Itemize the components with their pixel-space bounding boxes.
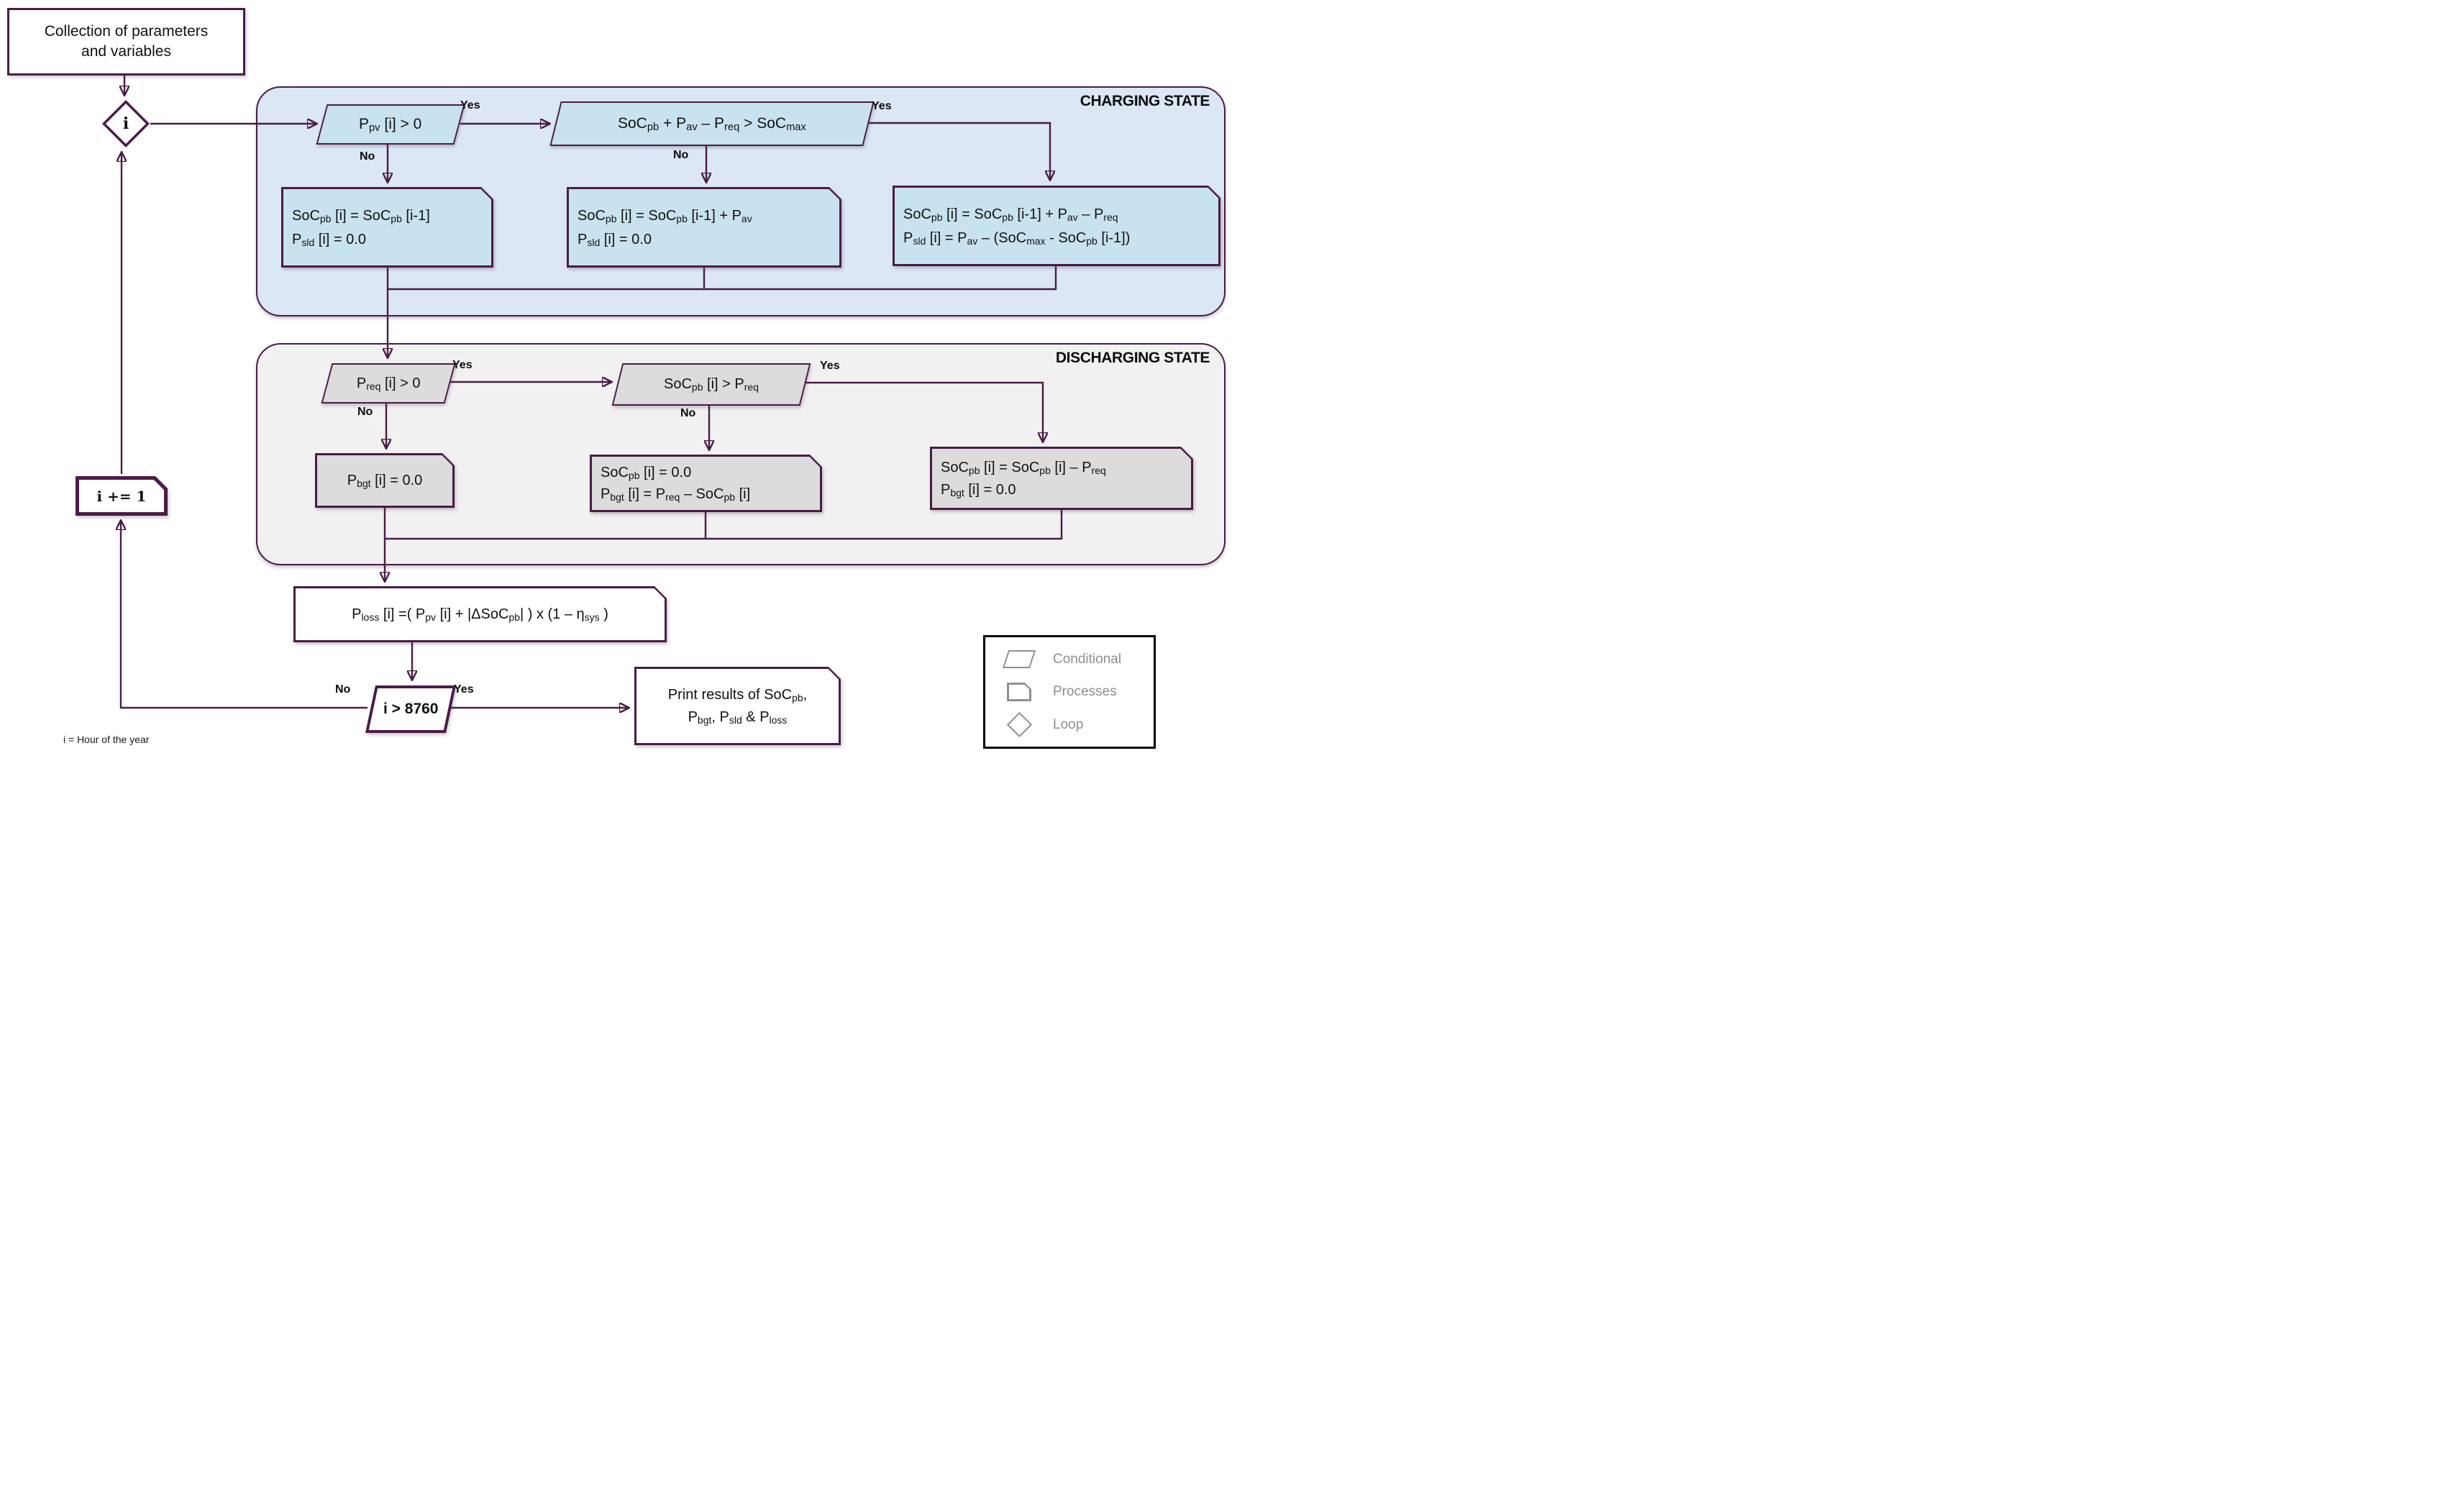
start-box: Collection of parameters and variables: [7, 8, 245, 76]
charging-cond1-text: Ppv [i] > 0: [359, 116, 422, 135]
discharging-state-title: DISCHARGING STATE: [1055, 350, 1210, 366]
legend-row-loop: Loop: [1003, 711, 1154, 738]
charging-cond2-parallelogram: SoCpb + Pav – Preq > SoCmax: [549, 101, 875, 146]
label-charging-cond1-yes: Yes: [460, 99, 480, 111]
charging-cond1-parallelogram: Ppv [i] > 0: [316, 104, 465, 145]
label-discharging-cond1-no: No: [357, 406, 373, 418]
legend-row-processes: Processes: [1003, 683, 1154, 701]
connector-lines: [0, 71, 1063, 752]
discharging-box-no2-fill: [592, 457, 821, 511]
increment-text: i += 1: [96, 487, 147, 505]
start-box-line1: Collection of parameters: [44, 23, 209, 40]
discharging-box-no1: Pbgt [i] = 0.0: [315, 453, 455, 508]
charging-box-no2: SoCpb [i] = SoCpb [i-1] + Pav Psld [i] =…: [567, 187, 841, 268]
process-icon: [1003, 683, 1036, 701]
charging-box-yes2-line2: Psld [i] = Pav – (SoCmax - SoCpb [i-1]): [903, 229, 1131, 247]
charging-box-yes2-fill: [895, 188, 1219, 265]
legend-label-processes: Processes: [1053, 684, 1117, 699]
discharging-box-no1-fill: [317, 455, 453, 506]
loop-diamond-label: i: [122, 114, 129, 133]
discharging-box-no2: SoCpb [i] = 0.0 Pbgt [i] = Preq – SoCpb …: [590, 455, 822, 512]
diamond-icon: [1003, 711, 1036, 738]
parallelogram-icon: [1002, 650, 1036, 668]
discharging-box-yes2: SoCpb [i] = SoCpb [i] – Preq Pbgt [i] = …: [930, 447, 1193, 510]
flowchart-canvas: CHARGING STATE DISCHARGING STATE: [0, 0, 1232, 752]
increment-box-fill: [79, 480, 165, 513]
loop-exit-parallelogram: i > 8760: [365, 685, 457, 733]
label-discharging-cond2-yes: Yes: [820, 360, 840, 372]
label-charging-cond2-yes: Yes: [872, 100, 892, 112]
legend: Conditional Processes Loop: [983, 635, 1156, 749]
discharging-cond2-parallelogram: SoCpb [i] > Preq: [611, 363, 811, 406]
discharging-cond1-text: Preq [i] > 0: [356, 375, 421, 392]
discharging-box-no1-line1: Pbgt [i] = 0.0: [347, 473, 423, 490]
start-box-line2: and variables: [81, 43, 171, 60]
label-charging-cond1-no: No: [360, 150, 375, 163]
discharging-cond2-text: SoCpb [i] > Preq: [664, 376, 759, 393]
charging-box-yes2: SoCpb [i] = SoCpb [i-1] + Pav – Preq Psl…: [893, 186, 1220, 266]
loss-box: Ploss [i] =( Ppv [i] + |ΔSoCpb| ) x (1 –…: [293, 586, 667, 642]
discharging-box-yes2-fill: [932, 449, 1192, 509]
label-discharging-cond2-no: No: [680, 407, 696, 419]
charging-box-no1-fill: [283, 189, 492, 266]
label-charging-cond2-no: No: [673, 149, 689, 161]
charging-box-no1-line2: Psld [i] = 0.0: [292, 231, 366, 248]
loss-box-fill: [296, 588, 665, 641]
print-box-fill: [636, 669, 839, 744]
legend-label-conditional: Conditional: [1053, 651, 1122, 667]
label-exit-no: No: [335, 683, 351, 696]
charging-box-no1-line1: SoCpb [i] = SoCpb [i-1]: [292, 207, 430, 224]
arrow-discharging-cond2-yes: [804, 381, 1043, 442]
charging-cond2-text: SoCpb + Pav – Preq > SoCmax: [618, 115, 806, 134]
loop-diamond: i: [102, 100, 150, 147]
discharging-cond1-parallelogram: Preq [i] > 0: [321, 363, 456, 404]
discharging-box-no2-line1: SoCpb [i] = 0.0: [601, 465, 692, 482]
charging-box-yes2-line1: SoCpb [i] = SoCpb [i-1] + Pav – Preq: [903, 206, 1118, 223]
charging-box-no2-line2: Psld [i] = 0.0: [578, 231, 652, 248]
arrow-charging-cond2-yes: [867, 122, 1050, 180]
charging-state-title: CHARGING STATE: [1080, 93, 1210, 109]
increment-box: i += 1: [76, 476, 168, 516]
print-box: Print results of SoCpb, Pbgt, Psld & Plo…: [634, 667, 841, 745]
arrow-exit-no-to-increment: [121, 521, 368, 709]
label-exit-yes: Yes: [454, 683, 474, 696]
legend-row-conditional: Conditional: [1002, 650, 1154, 668]
charging-box-no1: SoCpb [i] = SoCpb [i-1] Psld [i] = 0.0: [281, 187, 493, 268]
discharging-box-yes2-line2: Pbgt [i] = 0.0: [941, 481, 1016, 498]
loss-formula: Ploss [i] =( Ppv [i] + |ΔSoCpb| ) x (1 –…: [352, 606, 608, 624]
charging-box-no2-line1: SoCpb [i] = SoCpb [i-1] + Pav: [578, 207, 752, 224]
label-discharging-cond1-yes: Yes: [452, 359, 473, 371]
print-box-line1: Print results of SoCpb,: [667, 687, 808, 704]
print-box-line2: Pbgt, Psld & Ploss: [688, 709, 788, 726]
loop-exit-text: i > 8760: [383, 701, 439, 717]
discharging-box-no2-line2: Pbgt [i] = Preq – SoCpb [i]: [601, 486, 751, 503]
discharging-box-yes2-line1: SoCpb [i] = SoCpb [i] – Preq: [941, 459, 1106, 476]
loop-note: i = Hour of the year: [63, 734, 150, 745]
charging-box-no2-fill: [569, 189, 840, 266]
legend-label-loop: Loop: [1053, 716, 1084, 732]
